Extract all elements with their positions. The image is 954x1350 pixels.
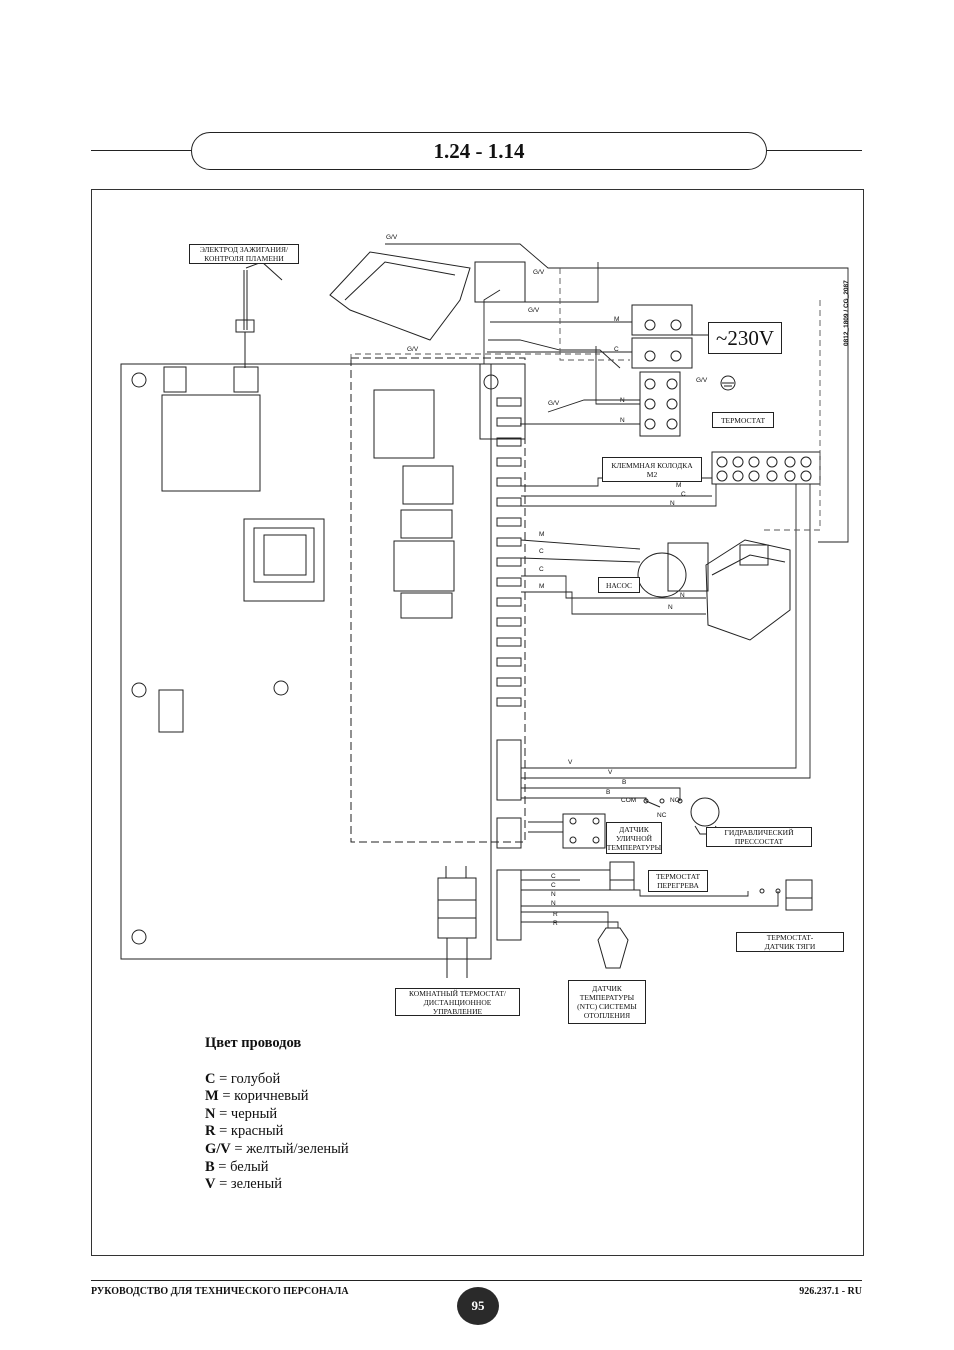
pump-label: НАСОС (598, 577, 640, 593)
wire-label-c: C (539, 566, 544, 573)
footer-rule (91, 1280, 862, 1281)
legend-item: C = голубой (205, 1070, 281, 1087)
footer-doc-code: 926.237.1 - RU (799, 1286, 862, 1297)
wire-label-n: N (620, 417, 625, 424)
wire-label-gv: G/V (407, 346, 419, 353)
ignition-electrode-label: ЭЛЕКТРОД ЗАЖИГАНИЯ/ КОНТРОЛЯ ПЛАМЕНИ (189, 244, 299, 264)
wire-label-m: M (614, 316, 620, 323)
voltage-label: ~230V (708, 322, 782, 354)
wire-label-com: COM (621, 797, 637, 804)
wire-label-m: M (676, 482, 682, 489)
legend-item: B = белый (205, 1158, 269, 1175)
page-number: 95 (457, 1287, 499, 1325)
legend-item: G/V = желтый/зеленый (205, 1140, 349, 1157)
legend-item: M = коричневый (205, 1088, 309, 1105)
wire-label-m: M (539, 531, 545, 538)
wire-label-c: C (539, 548, 544, 555)
header-rule-right (765, 150, 862, 151)
terminal-block-label: КЛЕММНАЯ КОЛОДКА М2 (602, 457, 702, 482)
drawing-code: 0812_1809 / CG_2087 (843, 280, 850, 346)
wire-label-n: N (620, 397, 625, 404)
wire-label-c: C (614, 346, 619, 353)
flue-thermostat-label: ТЕРМОСТАТ- ДАТЧИК ТЯГИ (736, 932, 844, 952)
wire-label-r: R (553, 920, 558, 927)
wire-label-no: NO (670, 797, 680, 804)
wire-label-c: C (681, 491, 686, 498)
wire-label-n: N (670, 500, 675, 507)
wire-label-m: M (539, 583, 545, 590)
wire-label-n: N (551, 900, 556, 907)
wire-label-b: B (622, 779, 627, 786)
outdoor-sensor-label: ДАТЧИК УЛИЧНОЙ ТЕМПЕРАТУРЫ (606, 822, 662, 854)
footer-manual-title: РУКОВОДСТВО ДЛЯ ТЕХНИЧЕСКОГО ПЕРСОНАЛА (91, 1286, 349, 1297)
diagram-frame (91, 189, 864, 1256)
room-thermostat-label: КОМНАТНЫЙ ТЕРМОСТАТ/ ДИСТАНЦИОННОЕ УПРАВ… (395, 988, 520, 1016)
wire-label-gv: G/V (528, 307, 540, 314)
wire-label-c: C (551, 873, 556, 880)
wire-label-r: R (553, 911, 558, 918)
wire-label-b: B (606, 789, 611, 796)
wire-label-gv: G/V (548, 400, 560, 407)
wire-label-c: C (551, 882, 556, 889)
hydraulic-pressostat-label: ГИДРАВЛИЧЕСКИЙ ПРЕССОСТАТ (706, 827, 812, 847)
legend-item: N = черный (205, 1105, 278, 1122)
wire-label-n: N (680, 592, 685, 599)
header-rule-left (91, 150, 191, 151)
page-title: 1.24 - 1.14 (191, 132, 767, 170)
thermostat-label: ТЕРМОСТАТ (712, 412, 774, 428)
legend-heading: Цвет проводов (205, 1035, 302, 1051)
control-board (120, 363, 492, 960)
legend-item: R = красный (205, 1123, 284, 1140)
wire-color-legend: Цвет проводов C = голубой M = коричневый… (205, 1035, 349, 1194)
wire-label-gv: G/V (386, 234, 398, 241)
wire-label-nc: NC (657, 812, 667, 819)
wire-label-n: N (551, 891, 556, 898)
legend-item: V = зеленый (205, 1176, 283, 1193)
wire-label-n: N (668, 604, 673, 611)
wire-label-gv: G/V (696, 377, 708, 384)
wire-label-gv: G/V (533, 269, 545, 276)
ntc-sensor-label: ДАТЧИК ТЕМПЕРАТУРЫ (NTC) СИСТЕМЫ ОТОПЛЕН… (568, 980, 646, 1024)
wire-label-v: V (568, 759, 573, 766)
wire-label-v: V (608, 769, 613, 776)
overheat-thermostat-label: ТЕРМОСТАТ ПЕРЕГРЕВА (648, 870, 708, 892)
